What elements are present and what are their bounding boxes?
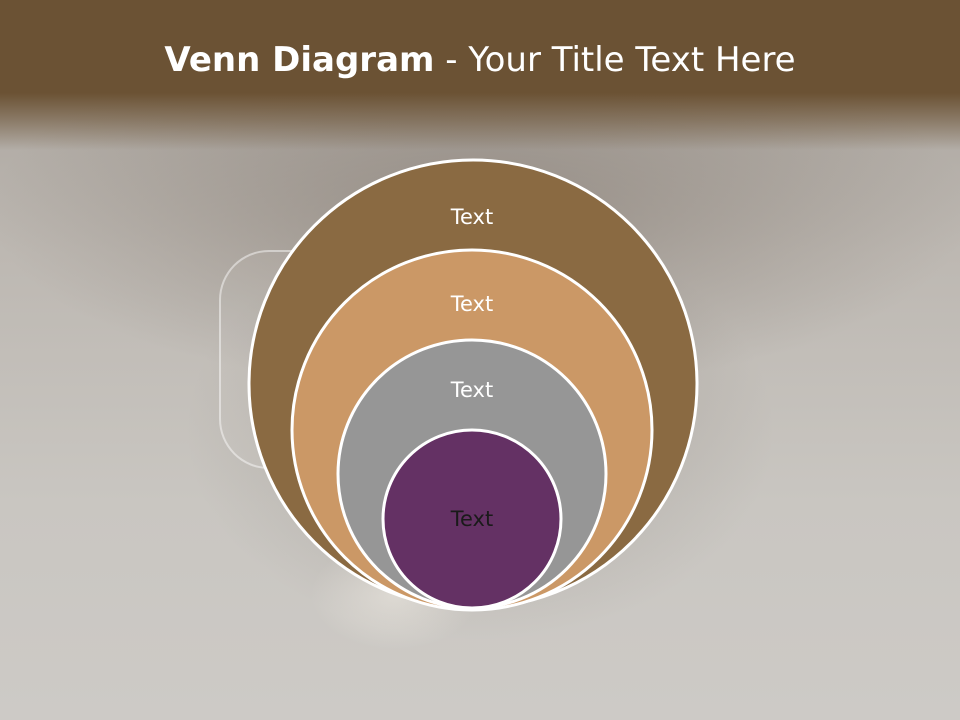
circle-inner-label: Text	[450, 507, 493, 531]
circle-third-label: Text	[450, 378, 493, 402]
slide-title: Venn Diagram - Your Title Text Here	[0, 40, 960, 80]
circle-outer-label: Text	[450, 205, 493, 229]
title-band: Venn Diagram - Your Title Text Here	[0, 0, 960, 150]
title-bold: Venn Diagram	[164, 40, 435, 80]
circle-inner-shape	[381, 428, 563, 610]
circle-second-label: Text	[450, 292, 493, 316]
circle-inner: Text	[381, 428, 563, 610]
title-rest: - Your Title Text Here	[434, 40, 796, 80]
